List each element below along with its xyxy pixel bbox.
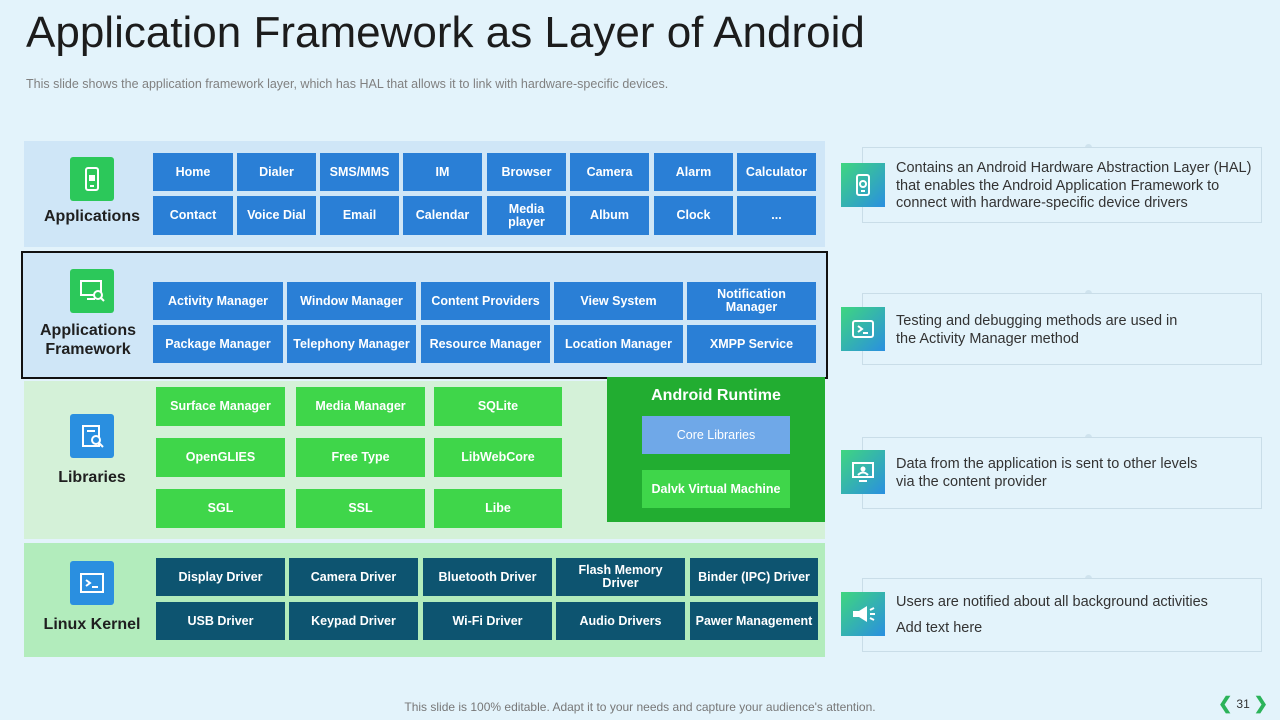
note-card-3: [862, 437, 1262, 509]
fw-box-xmpp-service: XMPP Service: [687, 325, 816, 363]
lib-box-free-type: Free Type: [296, 438, 425, 477]
terminal-window-icon: [70, 561, 114, 605]
framework-label: Applications Framework: [39, 322, 136, 358]
app-box-voice-dial: Voice Dial: [237, 196, 316, 235]
page-subtitle: This slide shows the application framewo…: [26, 77, 669, 91]
fw-box-location-manager: Location Manager: [554, 325, 683, 363]
page-number-nav: ❮ 31 ❯: [1218, 694, 1268, 714]
app-box-home: Home: [153, 153, 233, 191]
fw-box-notification-manager: Notification Manager: [687, 282, 816, 320]
app-box-im: IM: [403, 153, 482, 191]
note-text-2: Testing and debugging methods are used i…: [896, 313, 1178, 347]
app-box-album: Album: [570, 196, 649, 235]
note-card-4: [862, 578, 1262, 652]
app-box-contact: Contact: [153, 196, 233, 235]
lib-box-sgl: SGL: [156, 489, 285, 528]
lib-box-ssl: SSL: [296, 489, 425, 528]
app-box-sms: SMS/MMS: [320, 153, 399, 191]
app-box-alarm: Alarm: [654, 153, 733, 191]
app-box-media-player: Media player: [487, 196, 566, 235]
kernel-box-audio-drivers: Audio Drivers: [556, 602, 685, 640]
lib-box-surface-manager: Surface Manager: [156, 387, 285, 426]
kernel-box-usb-driver: USB Driver: [156, 602, 285, 640]
app-box-dialer: Dialer: [237, 153, 316, 191]
note-text-1: Contains an Android Hardware Abstraction…: [896, 160, 1252, 211]
kernel-box-keypad-driver: Keypad Driver: [289, 602, 418, 640]
kernel-label: Linux Kernel: [43, 616, 141, 633]
app-box-camera: Camera: [570, 153, 649, 191]
kernel-box-binder-driver: Binder (IPC) Driver: [690, 558, 818, 596]
libraries-label: Libraries: [58, 469, 126, 486]
terminal-icon: [841, 307, 885, 351]
app-box-calendar: Calendar: [403, 196, 482, 235]
page-number: 31: [1236, 697, 1250, 711]
runtime-dalvik-vm: Dalvk Virtual Machine: [642, 470, 790, 508]
monitor-user-icon: [841, 450, 885, 494]
note-text-4: Users are notified about all background …: [896, 594, 1208, 610]
fw-box-package-manager: Package Manager: [153, 325, 283, 363]
fw-box-resource-manager: Resource Manager: [421, 325, 550, 363]
app-box-clock: Clock: [654, 196, 733, 235]
app-box-browser: Browser: [487, 153, 566, 191]
app-box-more: ...: [737, 196, 816, 235]
chevron-right-icon[interactable]: ❯: [1253, 694, 1268, 713]
kernel-box-camera-driver: Camera Driver: [289, 558, 418, 596]
fw-box-activity-manager: Activity Manager: [153, 282, 283, 320]
applications-label: Applications: [43, 208, 140, 225]
footer-note: This slide is 100% editable. Adapt it to…: [404, 700, 876, 714]
lib-box-media-manager: Media Manager: [296, 387, 425, 426]
runtime-core-libraries: Core Libraries: [642, 416, 790, 454]
lib-box-libwebcore: LibWebCore: [434, 438, 562, 477]
note-card-2: [862, 293, 1262, 365]
lib-box-opengl: OpenGLIES: [156, 438, 285, 477]
fw-box-window-manager: Window Manager: [287, 282, 416, 320]
kernel-box-flash-memory-driver: Flash Memory Driver: [556, 558, 685, 596]
note-subtext-4: Add text here: [896, 620, 983, 636]
app-box-calculator: Calculator: [737, 153, 816, 191]
kernel-box-wifi-driver: Wi-Fi Driver: [423, 602, 552, 640]
kernel-box-bluetooth-driver: Bluetooth Driver: [423, 558, 552, 596]
page-title: Application Framework as Layer of Androi…: [26, 8, 865, 57]
note-text-3: Data from the application is sent to oth…: [896, 456, 1198, 490]
kernel-box-display-driver: Display Driver: [156, 558, 285, 596]
kernel-box-power-management: Pawer Management: [690, 602, 818, 640]
chevron-left-icon[interactable]: ❮: [1218, 694, 1233, 713]
note-card-1: [862, 147, 1262, 223]
mobile-app-icon: [70, 157, 114, 201]
app-box-email: Email: [320, 196, 399, 235]
runtime-title: Android Runtime: [651, 387, 781, 404]
fw-box-view-system: View System: [554, 282, 683, 320]
settings-phone-icon: [841, 163, 885, 207]
lib-box-sqlite: SQLite: [434, 387, 562, 426]
monitor-search-icon: [70, 269, 114, 313]
fw-box-content-providers: Content Providers: [421, 282, 550, 320]
library-search-icon: [70, 414, 114, 458]
lib-box-libe: Libe: [434, 489, 562, 528]
megaphone-icon: [841, 592, 885, 636]
fw-box-telephony-manager: Telephony Manager: [287, 325, 416, 363]
